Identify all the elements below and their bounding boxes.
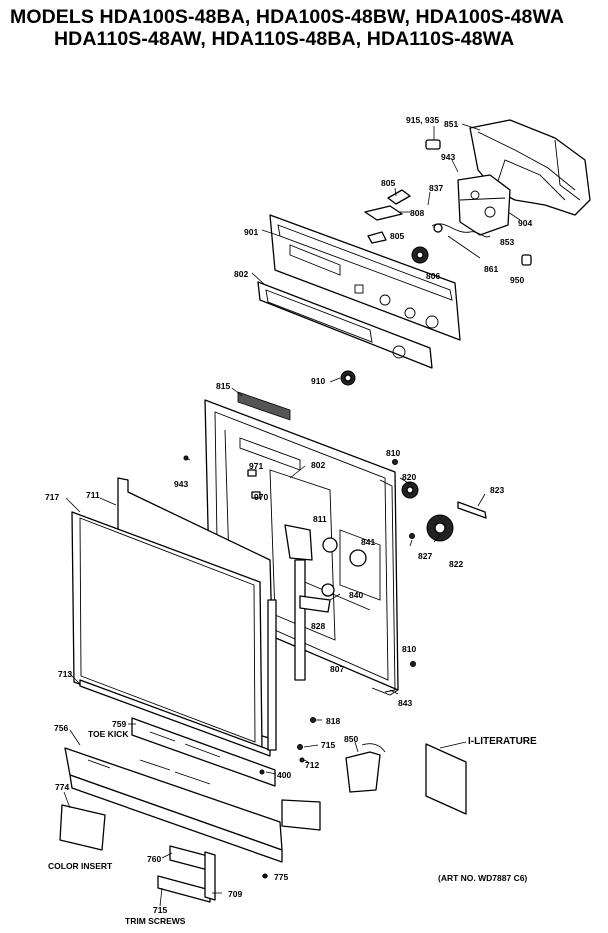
bracket-709 [157, 851, 216, 903]
knob-820 [401, 481, 419, 499]
dispenser-811 [284, 524, 313, 681]
callout-910: 910 [311, 376, 325, 386]
literature-pack [425, 743, 467, 815]
console-trim-802 [257, 281, 433, 369]
latch-840 [299, 583, 335, 613]
callout-807: 807 [330, 664, 344, 674]
callout-715-a: 715 [321, 740, 335, 750]
callout-805-b: 805 [390, 231, 404, 241]
callout-820: 820 [402, 472, 416, 482]
switch-805-a [387, 187, 411, 205]
wire-harness-853 [431, 223, 491, 238]
callout-808: 808 [410, 208, 424, 218]
callout-400: 400 [277, 770, 291, 780]
callout-901: 901 [244, 227, 258, 237]
callout-970: 970 [254, 492, 268, 502]
callout-828: 828 [311, 621, 325, 631]
toe-kick-759 [131, 717, 276, 787]
callout-850: 850 [344, 734, 358, 744]
switch-805-b [367, 231, 387, 244]
callout-774: 774 [55, 782, 69, 792]
callout-950: 950 [510, 275, 524, 285]
screw-827 [409, 533, 415, 539]
callout-810-a: 810 [386, 448, 400, 458]
art-number: (ART NO. WD7887 C6) [438, 873, 527, 883]
lead-943-a [451, 159, 459, 173]
callout-818: 818 [326, 716, 340, 726]
leader-lines [63, 123, 486, 907]
caption-literature: I-LITERATURE [468, 736, 537, 747]
callout-806: 806 [426, 271, 440, 281]
caption-color-insert: COLOR INSERT [48, 861, 113, 871]
callout-759: 759 [112, 719, 126, 729]
handle-823 [457, 501, 487, 519]
callout-713: 713 [58, 669, 72, 679]
caption-toe-kick: TOE KICK [88, 729, 129, 739]
callout-840: 840 [349, 590, 363, 600]
callout-756: 756 [54, 723, 68, 733]
callout-715-b: 715 [153, 905, 167, 915]
callout-802-a: 802 [234, 269, 248, 279]
switch-808 [364, 205, 410, 221]
screw-810-a [392, 459, 398, 465]
callout-841: 841 [361, 537, 375, 547]
lead-861 [447, 235, 481, 259]
callout-775: 775 [274, 872, 288, 882]
bracket-850 [345, 743, 386, 793]
callout-811: 811 [313, 514, 327, 524]
callout-711: 711 [86, 490, 100, 500]
callout-760: 760 [147, 854, 161, 864]
callout-943-b: 943 [174, 479, 188, 489]
caption-trim-screws: TRIM SCREWS [125, 916, 186, 926]
callout-971: 971 [249, 461, 263, 471]
diagram-title-line-1: MODELS HDA100S-48BA, HDA100S-48BW, HDA10… [10, 6, 565, 28]
screws-818-715-712 [297, 717, 316, 763]
callout-837: 837 [429, 183, 443, 193]
callout-810-b: 810 [402, 644, 416, 654]
callout-827: 827 [418, 551, 432, 561]
outer-door-717 [71, 511, 263, 751]
callout-915-935: 915, 935 [406, 115, 439, 125]
screw-400 [259, 769, 265, 775]
dial-822 [426, 514, 454, 542]
screw-810-b [410, 661, 416, 667]
callout-943-a: 943 [441, 152, 455, 162]
callout-709: 709 [228, 889, 242, 899]
callout-805-a: 805 [381, 178, 395, 188]
callout-717: 717 [45, 492, 59, 502]
callout-712: 712 [305, 760, 319, 770]
access-panel-756 [64, 747, 321, 863]
callout-822: 822 [449, 559, 463, 569]
color-insert-774 [59, 804, 106, 851]
selector-806 [411, 246, 429, 264]
knob-910 [340, 370, 356, 386]
callout-851: 851 [444, 119, 458, 129]
rinse-aid-841 [322, 537, 367, 567]
vent-815 [237, 391, 291, 421]
side-rail [267, 599, 277, 751]
lead-837 [427, 191, 431, 206]
callout-853: 853 [500, 237, 514, 247]
parts-971-970 [247, 469, 261, 499]
timer-904 [457, 174, 521, 236]
callout-861: 861 [484, 264, 498, 274]
callout-815: 815 [216, 381, 230, 391]
callout-843: 843 [398, 698, 412, 708]
callout-823: 823 [490, 485, 504, 495]
clip-950 [521, 254, 532, 266]
diagram-title-line-2: HDA110S-48AW, HDA110S-48BA, HDA110S-48WA [54, 28, 515, 50]
knob-915-935 [425, 126, 441, 150]
callout-802-b: 802 [311, 460, 325, 470]
callout-904: 904 [518, 218, 532, 228]
gasket-843 [371, 479, 399, 696]
control-panel-901 [269, 214, 461, 341]
bracket-760 [169, 845, 209, 871]
